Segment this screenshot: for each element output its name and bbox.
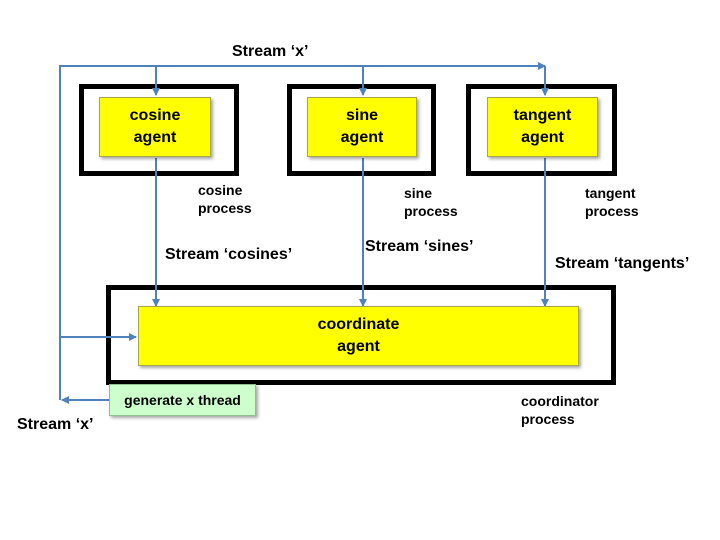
stream-tangents-label: Stream ‘tangents’	[555, 255, 690, 272]
cosine-process-label: cosine process	[198, 182, 252, 216]
stream-sines-label: Stream ‘sines’	[365, 238, 474, 255]
tangent-agent: tangent agent	[487, 97, 598, 157]
stream-x-left-label: Stream ‘x’	[17, 416, 94, 433]
coordinator-process-frame	[106, 285, 616, 385]
cosine-process-frame	[79, 84, 239, 176]
coordinate-agent: coordinate agent	[138, 306, 579, 366]
coordinator-process-label: coordinator process	[521, 393, 599, 427]
tangent-process-frame	[466, 84, 617, 176]
sine-process-label: sine process	[404, 185, 458, 219]
stream-cosines-label: Stream ‘cosines’	[165, 246, 293, 263]
sine-agent: sine agent	[307, 97, 417, 157]
sine-process-frame	[287, 84, 436, 176]
stream-x-top-label: Stream ‘x’	[232, 43, 309, 60]
cosine-agent: cosine agent	[99, 97, 211, 157]
tangent-process-label: tangent process	[585, 185, 639, 219]
generate-x-thread: generate x thread	[109, 384, 256, 416]
